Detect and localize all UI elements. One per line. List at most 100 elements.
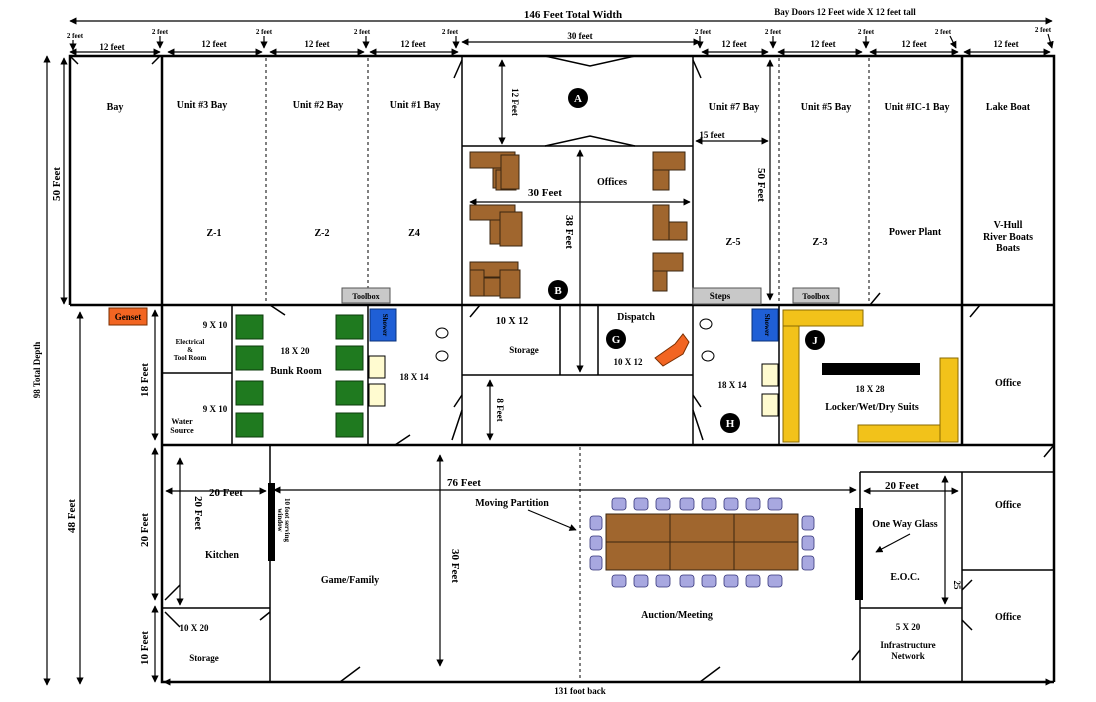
- steps-label: Steps: [710, 291, 731, 301]
- serving-window: [268, 483, 275, 561]
- electrical-size: 9 X 10: [203, 320, 228, 330]
- toolbox-left-label: Toolbox: [352, 292, 379, 301]
- sink-right-1: [761, 363, 779, 387]
- dim-12ft-4: 12 feet: [400, 39, 425, 49]
- center-offices: A 12 Feet Offices 30 Feet 38 Feet 15 fee…: [469, 59, 774, 441]
- one-way-glass-label: One Way Glass: [872, 519, 937, 530]
- left-50ft: 50 Feet: [51, 167, 63, 201]
- office-mid-label: Office: [995, 378, 1022, 389]
- dispatch-size: 10 X 12: [614, 357, 643, 367]
- bay-doors-label: Bay Doors 12 Feet wide X 12 feet tall: [774, 7, 916, 17]
- dim-2ft-8: 2 feet: [858, 28, 875, 36]
- dim-2ft-5: 2 feet: [442, 28, 459, 36]
- moving-partition-label: Moving Partition: [475, 498, 549, 509]
- meeting-table: [605, 513, 799, 571]
- sink-left-2: [368, 383, 386, 407]
- one-way-glass-wall: [855, 508, 863, 600]
- bath-left-size: 18 X 14: [400, 372, 429, 382]
- sink-left-1: [368, 355, 386, 379]
- marker-h: [720, 413, 740, 433]
- dim-12ft-3: 12 feet: [304, 39, 329, 49]
- zone-z5: Z-5: [726, 237, 741, 248]
- left-dimensions: 98 Total Depth 50 Feet 48 Feet 18 Feet 2…: [32, 55, 159, 686]
- bay-label: Bay: [107, 102, 124, 113]
- eoc-depth: 25: [952, 581, 962, 591]
- bunks: [235, 314, 364, 438]
- toilet-left-1: [435, 327, 449, 339]
- dim-38-feet: 38 Feet: [563, 215, 575, 249]
- middle-rooms: Genset Toolbox Steps Toolbox 9 X 10 Elec…: [108, 287, 1022, 443]
- power-plant-label: Power Plant: [889, 227, 942, 238]
- vhull-label-2: River Boats: [983, 232, 1033, 243]
- dim-50-feet-right: 50 Feet: [755, 168, 767, 202]
- lower-rooms: 20 Feet 20 Feet Kitchen 10 foot serving …: [163, 454, 1053, 696]
- office-lower-1: Office: [995, 500, 1022, 511]
- dim-2ft-2: 2 feet: [152, 28, 169, 36]
- shower-right-label: Shower: [763, 314, 771, 337]
- marker-b-text: B: [554, 285, 562, 297]
- unitic1-bay-label: Unit #IC-1 Bay: [884, 102, 949, 113]
- marker-g: [606, 329, 626, 349]
- toolbox-right: [792, 287, 840, 304]
- toilet-left-2: [435, 350, 449, 362]
- lake-boat-label: Lake Boat: [986, 102, 1031, 113]
- dim-30ft: 30 feet: [567, 31, 592, 41]
- sink-right-2: [761, 393, 779, 417]
- dispatch-console: [654, 333, 690, 367]
- eoc-width: 20 Feet: [885, 480, 919, 492]
- dim-12-feet: 12 Feet: [510, 88, 520, 116]
- bath-right-size: 18 X 14: [718, 380, 747, 390]
- shower-left: [369, 308, 397, 342]
- marker-g-text: G: [612, 334, 621, 346]
- dim-76-feet: 76 Feet: [447, 477, 481, 489]
- marker-a: [568, 88, 588, 108]
- kitchen-depth: 20 Feet: [192, 496, 204, 530]
- storage-label: Storage: [509, 345, 539, 355]
- dim-2ft-3: 2 feet: [256, 28, 273, 36]
- dim-2ft-1: 2 feet: [67, 32, 84, 40]
- dim-12ft-7: 12 feet: [901, 39, 926, 49]
- auction-meeting-label: Auction/Meeting: [641, 610, 713, 621]
- eoc-label: E.O.C.: [890, 572, 920, 583]
- zone-z4: Z4: [408, 228, 420, 239]
- dim-12ft-2: 12 feet: [201, 39, 226, 49]
- bunk-size: 18 X 20: [281, 346, 310, 356]
- water-size: 9 X 10: [203, 404, 228, 414]
- office-desks: [469, 151, 688, 299]
- zone-z2: Z-2: [315, 228, 330, 239]
- offices-label: Offices: [597, 177, 627, 188]
- upper-bays: Bay Unit #3 Bay Unit #2 Bay Unit #1 Bay …: [107, 100, 1033, 254]
- dim-30-feet-lower: 30 Feet: [449, 549, 461, 583]
- meeting-chairs: [589, 497, 815, 588]
- left-48ft: 48 Feet: [66, 499, 78, 533]
- dim-2ft-10: 2 feet: [1035, 26, 1052, 34]
- vhull-label-1: V-Hull: [994, 220, 1023, 231]
- marker-a-text: A: [574, 93, 582, 105]
- dim-2ft-6: 2 feet: [695, 28, 712, 36]
- electrical-label-1: Electrical: [176, 338, 205, 346]
- locker-bench: [822, 363, 920, 375]
- unit3-bay-label: Unit #3 Bay: [177, 100, 228, 111]
- walls: [68, 54, 1056, 684]
- toolbox-left: [341, 287, 391, 304]
- electrical-label-2: &: [187, 346, 193, 354]
- locker-label: Locker/Wet/Dry Suits: [825, 402, 919, 413]
- vhull-label-3: Boats: [996, 243, 1020, 254]
- dim-2ft-4: 2 feet: [354, 28, 371, 36]
- marker-j-text: J: [812, 335, 818, 347]
- marker-h-text: H: [726, 418, 735, 430]
- left-20ft: 20 Feet: [139, 513, 151, 547]
- unit1-bay-label: Unit #1 Bay: [390, 100, 441, 111]
- zone-z1: Z-1: [207, 228, 222, 239]
- water-label-2: Source: [170, 426, 194, 435]
- electrical-label-3: Tool Room: [174, 354, 207, 362]
- unit5-bay-label: Unit #5 Bay: [801, 102, 852, 113]
- unit7-bay-label: Unit #7 Bay: [709, 102, 760, 113]
- zone-z3: Z-3: [813, 237, 828, 248]
- dim-12ft-8: 12 feet: [993, 39, 1018, 49]
- infra-size: 5 X 20: [896, 622, 921, 632]
- marker-j: [805, 330, 825, 350]
- toolbox-right-label: Toolbox: [802, 292, 829, 301]
